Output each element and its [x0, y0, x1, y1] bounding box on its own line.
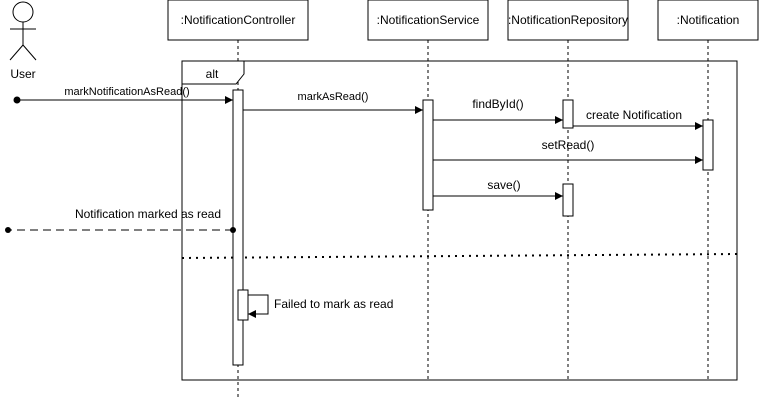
actor-right-leg: [22, 44, 37, 61]
participant-box: [167, 0, 309, 41]
fragment-divider: [181, 253, 738, 259]
fragment-operator-label: alt: [206, 67, 219, 81]
participant-label: :NotificationRepository: [508, 13, 628, 27]
message-label: Failed to mark as read: [274, 297, 393, 311]
self-message-arrow: [248, 294, 269, 318]
return-end-dot: [5, 227, 11, 233]
actor-label: User: [10, 67, 35, 81]
message-label: save(): [487, 178, 520, 192]
message-label: create Notification: [586, 108, 682, 122]
activation-repository-find: [562, 99, 574, 129]
message-label: markNotificationAsRead(): [64, 86, 189, 98]
message-label: markAsRead(): [298, 91, 369, 103]
participant-label: :Notification: [677, 13, 740, 27]
message-find-by-id: findById(): [433, 97, 563, 124]
fragment-frame: [181, 60, 738, 381]
fragment-operator-tab: [181, 60, 245, 85]
message-failed-to-mark-as-read: Failed to mark as read: [248, 294, 393, 318]
participant-controller: :NotificationController: [167, 0, 309, 41]
message-label: Notification marked as read: [75, 207, 221, 221]
participant-notification: :Notification: [657, 0, 759, 41]
activation-controller-self: [237, 289, 249, 321]
activation-repository-save: [562, 183, 574, 217]
message-label: setRead(): [542, 138, 595, 152]
actor-head: [12, 1, 34, 23]
participant-box: [657, 0, 759, 41]
participant-label: :NotificationController: [181, 13, 296, 27]
participant-repository: :NotificationRepository: [507, 0, 629, 41]
actor-user: User: [9, 1, 37, 81]
alt-fragment: alt: [181, 60, 738, 381]
message-label: findById(): [472, 97, 523, 111]
message-mark-notification-as-read: markNotificationAsRead(): [13, 86, 233, 104]
participant-label: :NotificationService: [377, 13, 480, 27]
message-create-notification: create Notification: [573, 108, 703, 130]
activation-notification: [702, 119, 714, 171]
message-notification-marked-as-read: Notification marked as read: [5, 207, 236, 233]
actor-left-leg: [9, 44, 24, 61]
message-save: save(): [433, 178, 563, 200]
participant-service: :NotificationService: [367, 0, 489, 41]
participant-box: [367, 0, 489, 41]
message-set-read: setRead(): [433, 138, 703, 164]
message-mark-as-read: markAsRead(): [243, 91, 423, 114]
activation-service: [422, 99, 434, 211]
